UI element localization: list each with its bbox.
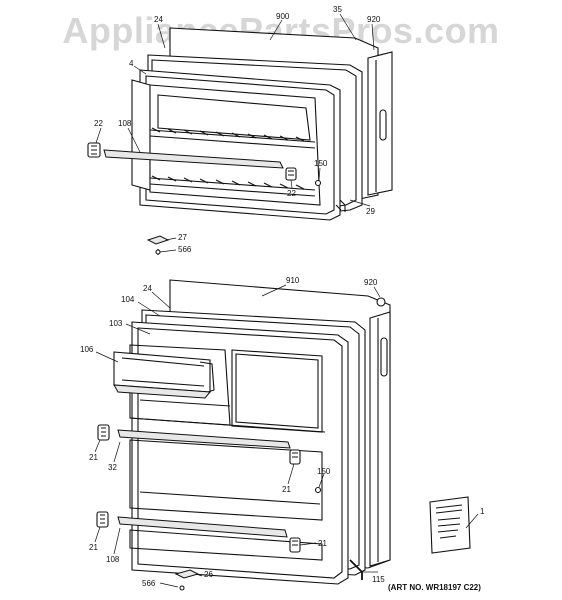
- callout-910: 910: [286, 276, 300, 285]
- freezer-door-screw: [314, 179, 322, 187]
- callout-920-freezer: 920: [367, 15, 381, 24]
- shelf-end-cap-upper-left: [97, 424, 110, 441]
- callout-566-freezer: 566: [178, 245, 192, 254]
- art-number: (ART NO. WR18197 C22): [388, 583, 481, 592]
- callout-21-upper-left: 21: [89, 453, 98, 462]
- fresh-food-shelf-bar-lower: [117, 516, 288, 538]
- door-plug: [376, 297, 386, 307]
- fresh-food-door-screw: [314, 486, 322, 494]
- callout-150-fresh-food: 150: [317, 467, 331, 476]
- callout-22-left: 22: [94, 119, 103, 128]
- callout-21-lower-right: 21: [318, 539, 327, 548]
- freezer-hinge-hardware: [146, 235, 170, 255]
- leader-lines: [94, 13, 479, 588]
- callout-21-upper-right: 21: [282, 485, 291, 494]
- fresh-food-door-assembly: [96, 279, 391, 585]
- callout-26: 26: [204, 570, 213, 579]
- callout-4: 4: [129, 59, 134, 68]
- freezer-shelf-bar: [103, 149, 284, 169]
- shelf-end-cap-lower-left: [96, 511, 109, 528]
- fresh-food-hinge-hardware: [174, 569, 200, 591]
- callout-115: 115: [372, 575, 385, 584]
- shelf-end-cap-upper-right: [289, 449, 301, 465]
- callout-108-fresh-food: 108: [106, 555, 120, 564]
- callout-32: 32: [108, 463, 117, 472]
- callout-27: 27: [178, 233, 187, 242]
- callout-24-freezer: 24: [154, 15, 163, 24]
- callout-35: 35: [333, 5, 342, 14]
- callout-150-freezer: 150: [314, 159, 328, 168]
- callout-920-fresh-food: 920: [364, 278, 378, 287]
- callout-103: 103: [109, 319, 123, 328]
- callout-22-right: 22: [287, 189, 296, 198]
- callout-21-lower-left: 21: [89, 543, 98, 552]
- callout-1: 1: [480, 507, 485, 516]
- freezer-shelf-end-cap-left: [87, 142, 101, 158]
- callout-566-fresh-food: 566: [142, 579, 156, 588]
- callout-900: 900: [276, 12, 290, 21]
- freezer-shelf-end-cap-right: [285, 167, 297, 181]
- callout-labels: 24 900 35 920 4 22 108 150 22 29 27 566 …: [80, 5, 485, 588]
- fresh-food-shelf-bar-upper: [117, 429, 291, 449]
- callout-104: 104: [121, 295, 135, 304]
- freezer-door-assembly: [87, 27, 393, 221]
- feature-card: [429, 496, 471, 554]
- callout-106: 106: [80, 345, 94, 354]
- freezer-door-recess: [131, 79, 151, 191]
- callout-24-fresh-food: 24: [143, 284, 152, 293]
- callout-29: 29: [366, 207, 375, 216]
- dairy-door: [113, 351, 215, 399]
- callout-108-freezer: 108: [118, 119, 132, 128]
- shelf-end-cap-lower-right: [289, 537, 301, 553]
